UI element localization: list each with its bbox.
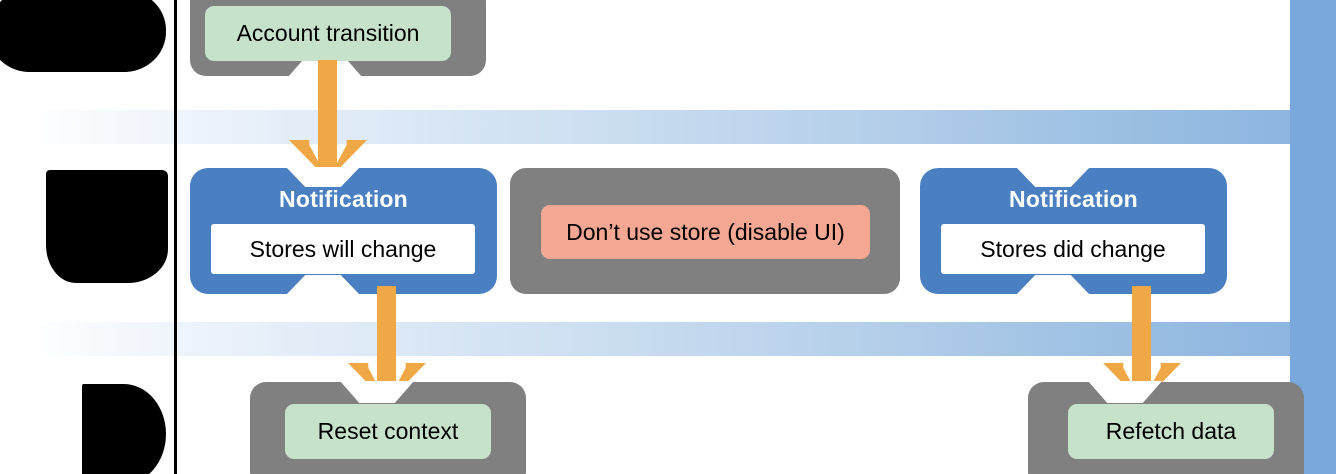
dont-use-store-label: Don’t use store (disable UI) <box>566 218 845 245</box>
account-transition-node[interactable]: Account transition <box>205 6 451 61</box>
dont-use-store-node[interactable]: Don’t use store (disable UI) <box>541 205 870 259</box>
notification-notch-top <box>286 167 360 187</box>
reset-context-label: Reset context <box>317 418 459 444</box>
arrow-2-shaft <box>377 286 396 396</box>
lane-3-label-redacted <box>82 384 166 474</box>
notification-notch-bottom <box>286 275 360 295</box>
lane-1-label-redacted <box>0 0 166 72</box>
stores-did-change-body: Stores did change <box>941 224 1205 274</box>
stores-will-change-title: Notification <box>279 186 408 212</box>
stores-will-change-notification[interactable]: Notification Stores will change <box>190 167 497 295</box>
refetch-data-label: Refetch data <box>1105 418 1237 444</box>
container-notch <box>340 381 414 403</box>
lane-2-label-redacted <box>46 170 168 283</box>
reset-context-node[interactable]: Reset context <box>285 404 491 459</box>
stores-will-change-body: Stores will change <box>211 224 475 274</box>
refetch-data-node[interactable]: Refetch data <box>1068 404 1274 459</box>
notification-notch-bottom <box>1016 275 1090 295</box>
stores-did-change-notification[interactable]: Notification Stores did change <box>920 167 1227 295</box>
account-transition-label: Account transition <box>236 20 420 46</box>
lane-divider <box>174 0 177 474</box>
container-notch <box>1088 381 1162 403</box>
notification-notch-top <box>1016 167 1090 187</box>
arrow-1-shaft <box>318 60 337 175</box>
stores-did-change-title: Notification <box>1009 186 1138 212</box>
arrow-3-shaft <box>1132 286 1151 396</box>
timeline-band-2 <box>30 322 1294 356</box>
timeline-band-1 <box>30 110 1294 144</box>
